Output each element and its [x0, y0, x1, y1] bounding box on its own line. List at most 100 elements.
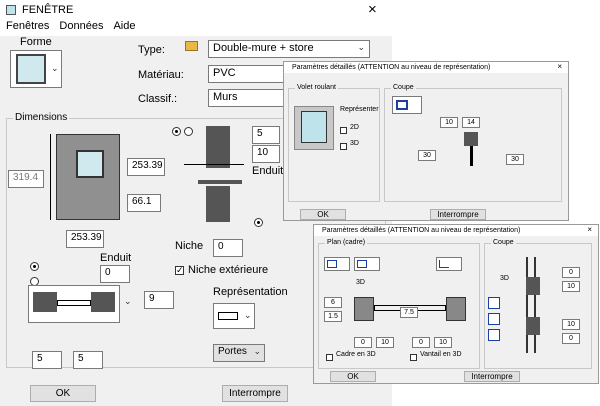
opt3d-checkbox[interactable]	[340, 140, 347, 152]
shutter-section-diagram	[462, 132, 488, 166]
coupe-3d-label: 3D	[500, 275, 509, 282]
detail-dialog-2: Paramètres détaillés (ATTENTION au nivea…	[313, 224, 599, 384]
coupe-label-1: Coupe	[391, 84, 416, 91]
representer-label: Représenter	[340, 106, 379, 113]
niche-ext-checkbox[interactable]: ✓	[175, 264, 184, 275]
niche-field[interactable]: 0	[213, 239, 243, 257]
representation-selector[interactable]: ⌄	[213, 303, 255, 329]
opening-icon	[439, 260, 449, 268]
cancel-button[interactable]: Interrompre	[222, 385, 288, 402]
wall-elevation-diagram	[46, 130, 124, 226]
window-title: FENÊTRE	[22, 4, 74, 16]
dlg2-c10a[interactable]: 10	[562, 281, 580, 292]
plan-right-field[interactable]: 5	[73, 351, 103, 369]
dlg2-cancel-button[interactable]: Interrompre	[464, 371, 520, 382]
dlg2-v0a[interactable]: 0	[354, 337, 372, 348]
menu-fenetres[interactable]: Fenêtres	[6, 20, 50, 32]
menu-donnees[interactable]: Données	[59, 20, 104, 32]
title-bar: FENÊTRE ×	[0, 0, 392, 20]
type-value: Double-mure + store	[213, 42, 314, 54]
enduit-label-top: Enduit	[252, 165, 284, 177]
classif-label: Classif.:	[138, 93, 178, 105]
dim-height-field[interactable]: 319.4	[8, 170, 44, 188]
dlg2-v75[interactable]: 7.5	[400, 307, 418, 318]
plan-left-field[interactable]: 5	[32, 351, 62, 369]
plan-sel-c[interactable]	[436, 257, 462, 271]
volet-preview	[294, 106, 334, 150]
vantail3d-checkbox[interactable]	[410, 351, 417, 363]
coupe-selector-1[interactable]	[392, 96, 422, 114]
plan-label: Plan (cadre)	[325, 239, 368, 246]
volet-label: Volet roulant	[295, 84, 338, 91]
plan-depth-field[interactable]: 9	[144, 291, 174, 309]
dlg2-v0b[interactable]: 0	[412, 337, 430, 348]
folder-icon[interactable]	[185, 41, 198, 51]
dim-width-field[interactable]: 253.39	[66, 230, 104, 248]
radio-section-c[interactable]	[254, 216, 263, 228]
dim-sill-field[interactable]: 66.1	[127, 194, 161, 212]
opt2d-label: 2D	[350, 124, 359, 131]
dim-right-field[interactable]: 253.39	[127, 158, 165, 176]
coupe-section-diagram	[514, 257, 554, 353]
window-shape-icon	[16, 54, 46, 84]
radio-section-a[interactable]	[172, 125, 181, 137]
dlg2-v10b[interactable]: 10	[434, 337, 452, 348]
chevron-down-icon: ⌄	[244, 310, 252, 320]
dlg2-c0a[interactable]: 0	[562, 267, 580, 278]
window-icon	[6, 5, 16, 15]
dlg2-ok-button[interactable]: OK	[330, 371, 376, 382]
coupe-group-2: Coupe	[484, 239, 592, 369]
ok-button[interactable]: OK	[30, 385, 96, 402]
plan-diagram[interactable]	[28, 285, 120, 323]
dlg1-ok-button[interactable]: OK	[300, 209, 346, 220]
materiau-value: PVC	[213, 67, 236, 79]
forme-selector[interactable]: ⌄	[10, 50, 62, 88]
type-label: Type:	[138, 44, 165, 56]
close-icon[interactable]: ×	[368, 1, 377, 18]
radio-plan-a[interactable]	[30, 260, 39, 272]
chevron-down-icon: ⌄	[357, 42, 365, 52]
coupe-tool-icon[interactable]	[488, 297, 500, 309]
coupe-tool-icon[interactable]	[488, 313, 500, 325]
radio-section-b[interactable]	[184, 125, 193, 137]
opt3d-label: 3D	[350, 140, 359, 147]
dlg2-v10a[interactable]: 10	[376, 337, 394, 348]
dlg1-v30a[interactable]: 30	[418, 150, 436, 161]
chevron-down-icon: ⌄	[253, 346, 261, 356]
plan-3d-label: 3D	[356, 279, 365, 286]
type-dropdown[interactable]: Double-mure + store ⌄	[208, 40, 370, 58]
plan-sel-b[interactable]	[354, 257, 380, 271]
representation-label: Représentation	[213, 286, 288, 298]
portes-dropdown[interactable]: Portes ⌄	[213, 344, 265, 362]
enduit-field[interactable]: 0	[100, 265, 130, 283]
dlg1-v14[interactable]: 14	[462, 117, 480, 128]
dlg1-v30b[interactable]: 30	[506, 154, 524, 165]
wall-thickness-1[interactable]: 5	[252, 126, 280, 144]
volet-group: Volet roulant	[288, 84, 380, 202]
plan-sel-a[interactable]	[324, 257, 350, 271]
classif-value: Murs	[213, 91, 238, 103]
close-icon[interactable]: ×	[557, 62, 562, 71]
detail-dialog-1: Paramètres détaillés (ATTENTION au nivea…	[283, 61, 569, 221]
coupe-group-1: Coupe	[384, 84, 562, 202]
coupe-tool-icon[interactable]	[488, 329, 500, 341]
dimensions-label: Dimensions	[13, 112, 70, 123]
plan-group: Plan (cadre)	[318, 239, 480, 369]
wall-thickness-2[interactable]: 10	[252, 145, 280, 163]
chevron-down-icon[interactable]: ⌄	[124, 296, 132, 306]
dlg1-cancel-button[interactable]: Interrompre	[430, 209, 486, 220]
materiau-label: Matériau:	[138, 69, 184, 81]
classif-dropdown[interactable]: Murs	[208, 89, 298, 107]
cadre3d-checkbox[interactable]	[326, 351, 333, 363]
dlg1-title: Paramètres détaillés (ATTENTION au nivea…	[292, 64, 491, 71]
dlg2-v6[interactable]: 6	[324, 297, 342, 308]
dlg2-v15[interactable]: 1.5	[324, 311, 342, 322]
dlg1-v10[interactable]: 10	[440, 117, 458, 128]
plan-frame-diagram	[354, 289, 466, 327]
menu-aide[interactable]: Aide	[113, 20, 136, 32]
dlg2-c0b[interactable]: 0	[562, 333, 580, 344]
opt2d-checkbox[interactable]	[340, 124, 347, 136]
dlg2-c10b[interactable]: 10	[562, 319, 580, 330]
close-icon[interactable]: ×	[587, 225, 592, 234]
enduit-label-bottom: Enduit	[100, 252, 132, 264]
